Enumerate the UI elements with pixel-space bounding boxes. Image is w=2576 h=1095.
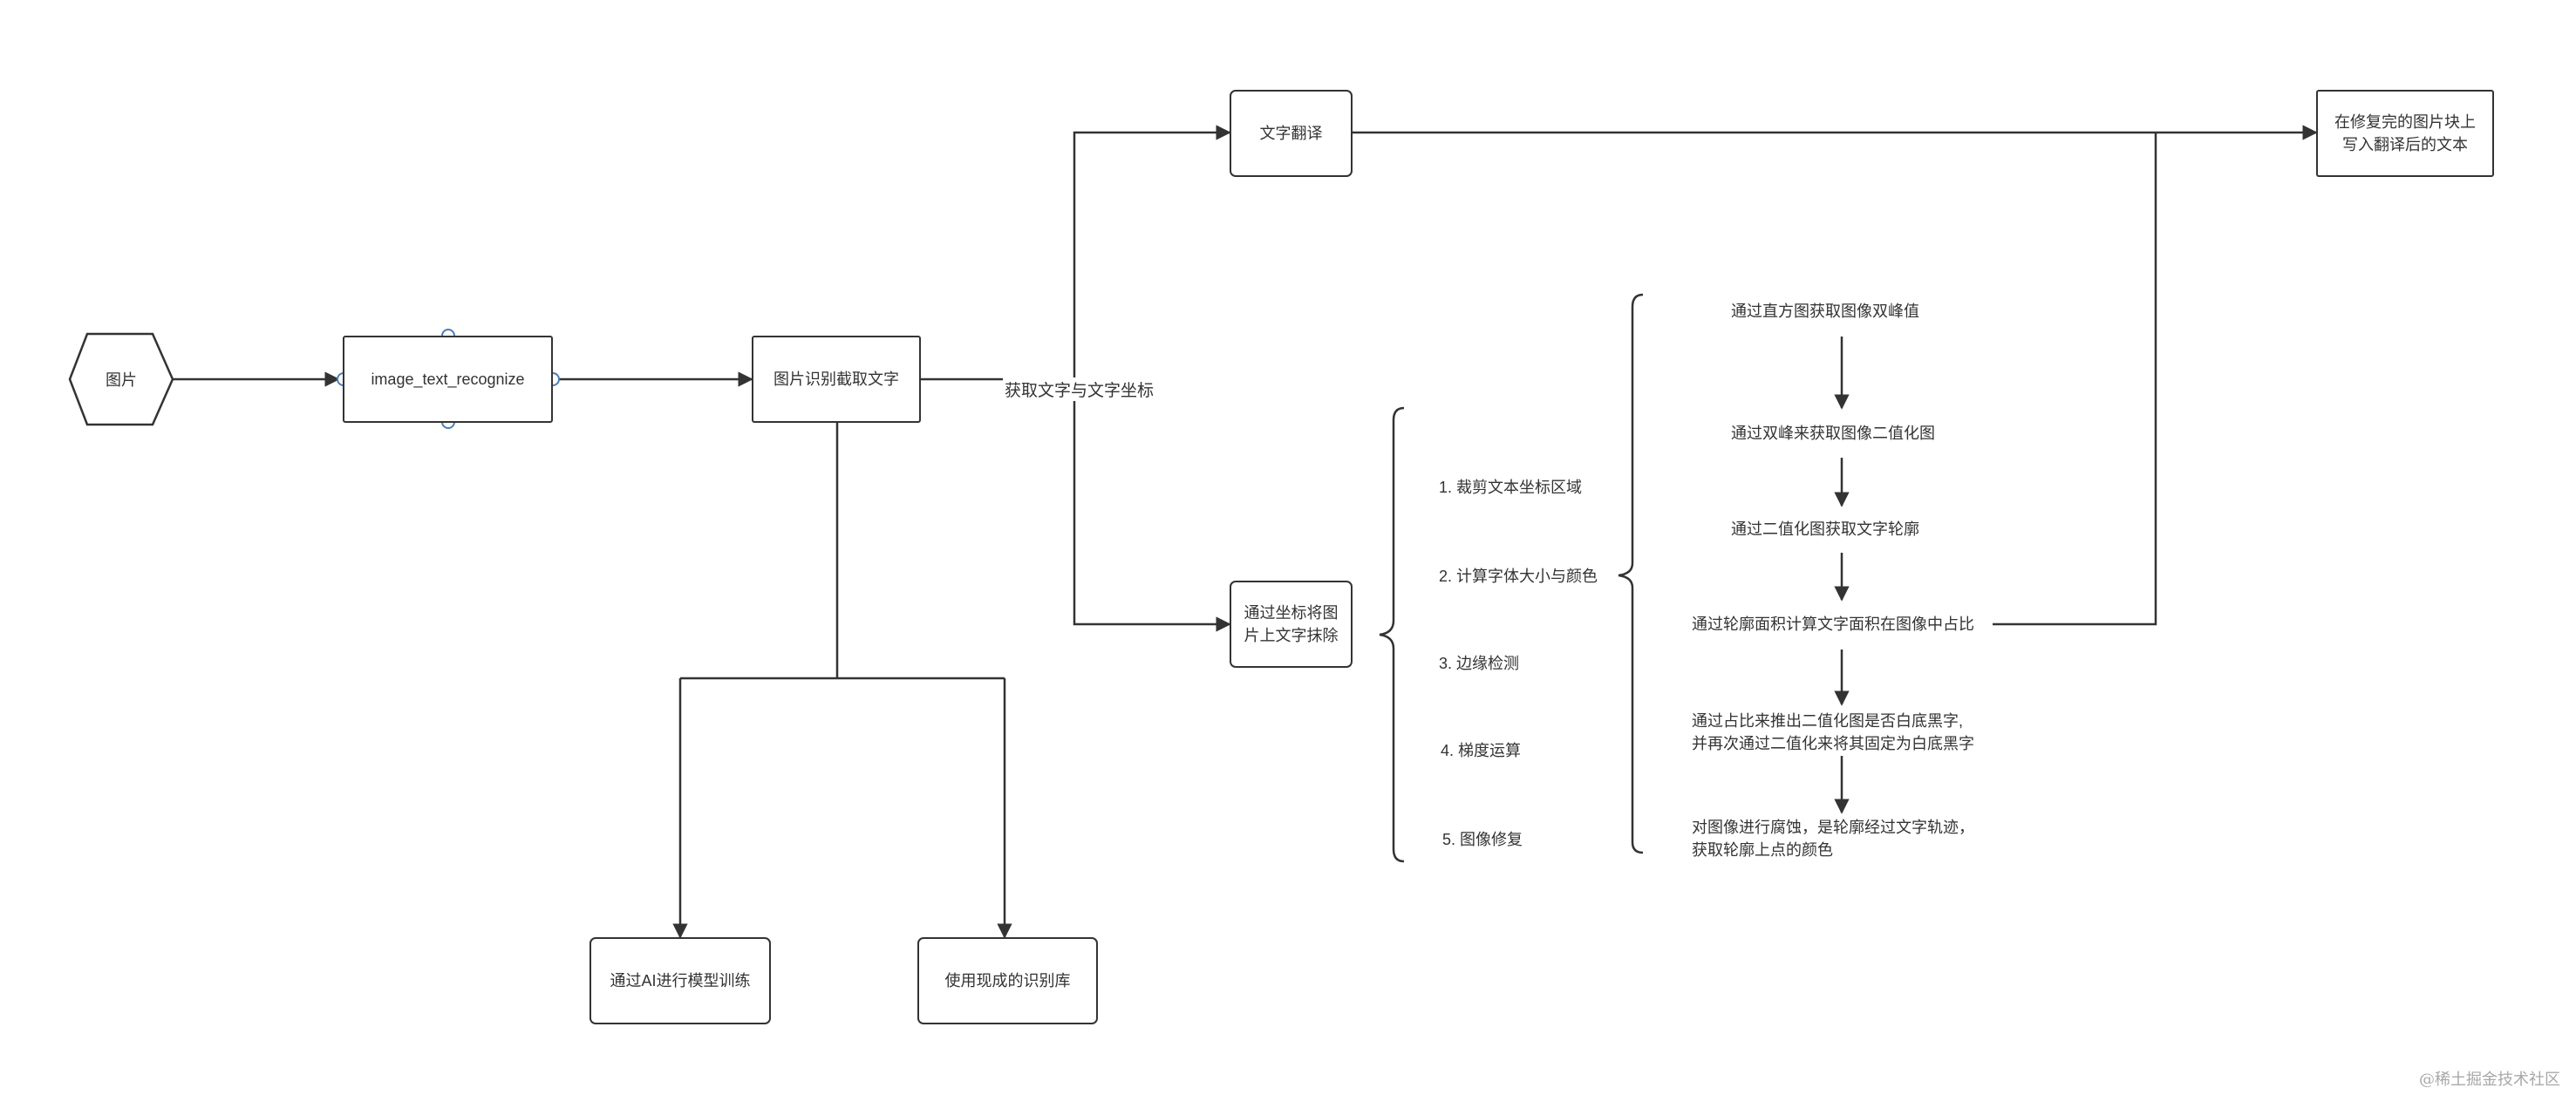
- ai-training-node[interactable]: 通过AI进行模型训练: [589, 937, 771, 1024]
- edge-ocr-split: [680, 423, 1005, 680]
- brace-erase-steps: [1379, 406, 1405, 863]
- color-step-3: 通过二值化图获取文字轮廓: [1731, 520, 1919, 538]
- edge-label-text-coords: 获取文字与文字坐标: [1003, 377, 1156, 401]
- edge-ocr-to-translate: [921, 125, 1231, 381]
- edge-ocr-to-erase: [1073, 379, 1231, 632]
- translate-node[interactable]: 文字翻译: [1230, 90, 1353, 177]
- erase-node[interactable]: 通过坐标将图 片上文字抹除: [1230, 581, 1353, 668]
- erase-step-5: 5. 图像修复: [1442, 831, 1523, 848]
- image-node-label: 图片: [106, 371, 137, 389]
- brace-color-steps: [1618, 293, 1644, 854]
- erase-step-2: 2. 计算字体大小与颜色: [1439, 568, 1598, 585]
- color-step-5: 通过占比来推出二值化图是否白底黑字, 并再次通过二值化来将其固定为白底黑字: [1692, 712, 1974, 752]
- recognize-module-node[interactable]: image_text_recognize: [343, 336, 553, 423]
- color-step-2: 通过双峰来获取图像二值化图: [1731, 425, 1935, 442]
- color-step-6: 对图像进行腐蚀，是轮廓经过文字轨迹， 获取轮廓上点的颜色: [1692, 819, 1974, 859]
- edge-ratio-to-writeback: [1993, 133, 2157, 626]
- existing-lib-node[interactable]: 使用现成的识别库: [917, 937, 1098, 1024]
- image-hexagon: [68, 332, 174, 426]
- color-step-4: 通过轮廓面积计算文字面积在图像中占比: [1692, 616, 1974, 633]
- erase-step-4: 4. 梯度运算: [1441, 742, 1522, 759]
- writeback-node[interactable]: 在修复完的图片块上 写入翻译后的文本: [2316, 90, 2494, 177]
- watermark: @稀土掘金技术社区: [2419, 1071, 2560, 1089]
- color-step-1: 通过直方图获取图像双峰值: [1731, 303, 1919, 320]
- ocr-node[interactable]: 图片识别截取文字: [752, 336, 921, 423]
- erase-step-1: 1. 裁剪文本坐标区域: [1439, 479, 1583, 496]
- erase-step-3: 3. 边缘检测: [1439, 655, 1520, 672]
